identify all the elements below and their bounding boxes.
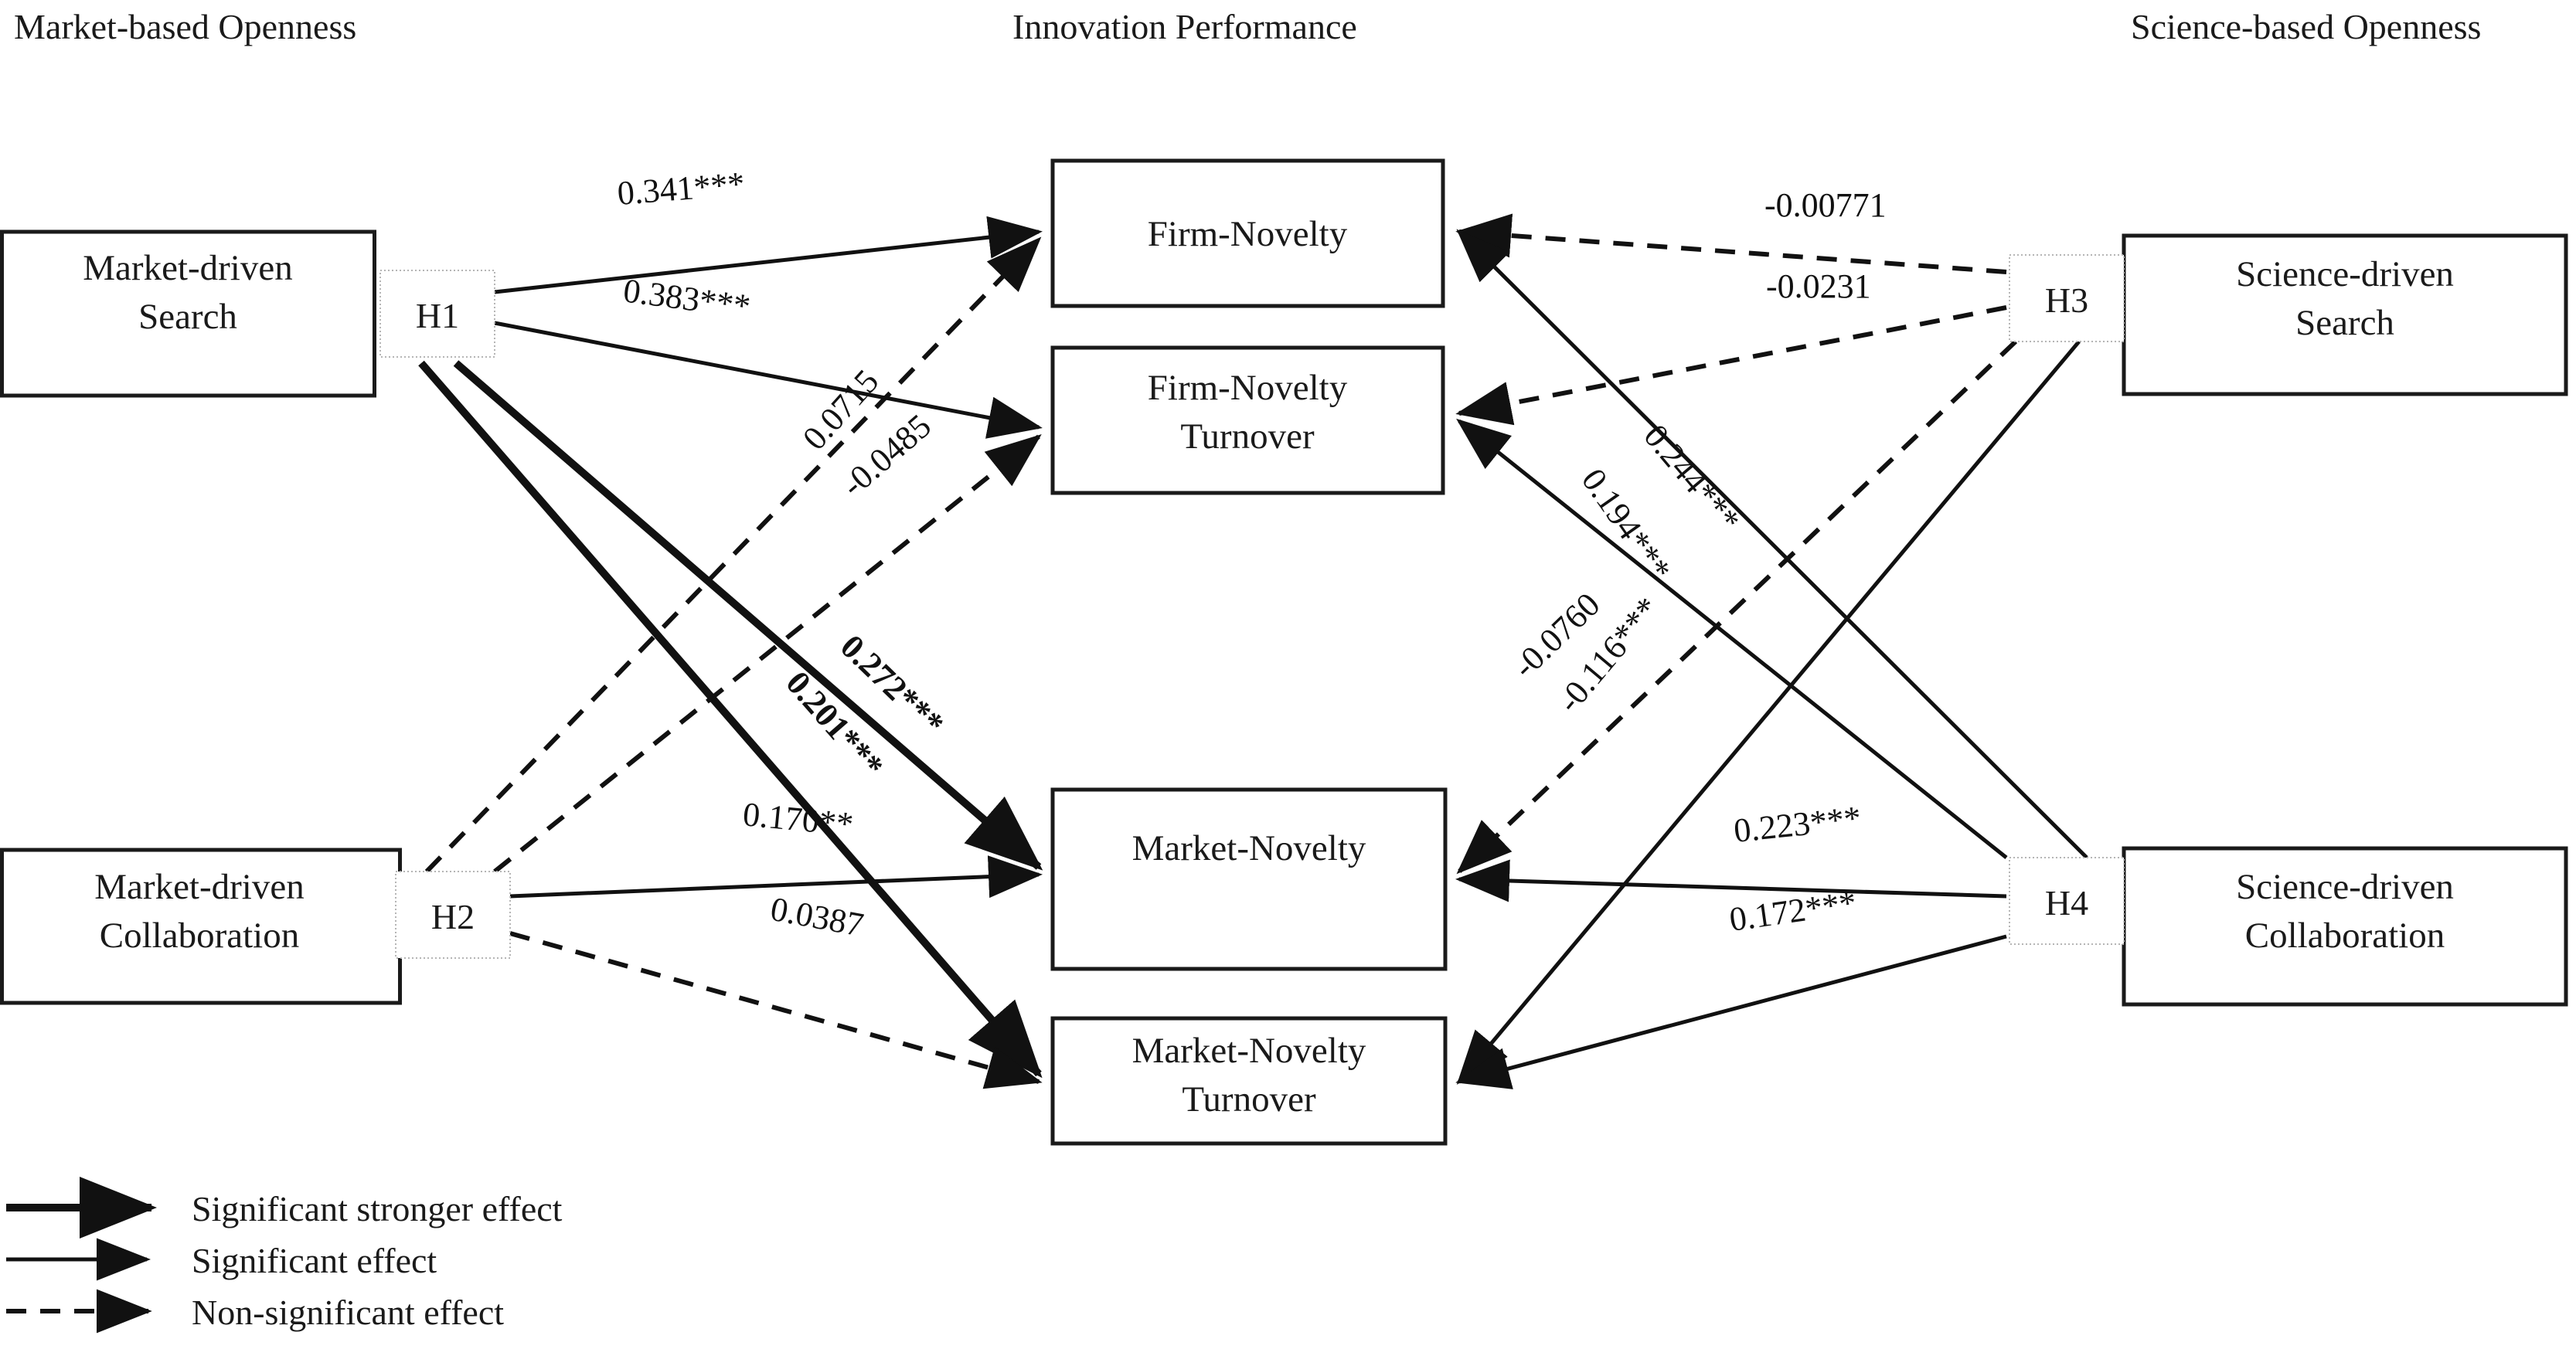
box-market-novelty[interactable]: Market-Novelty bbox=[1050, 787, 1448, 971]
edge-sdc-to-market-novelty bbox=[1455, 859, 2007, 902]
box-firm-novelty[interactable]: Firm-Novelty bbox=[1050, 158, 1445, 308]
box-market-driven-collaboration-line-1: Collaboration bbox=[100, 916, 299, 956]
box-market-novelty-line-0: Market-Novelty bbox=[1132, 828, 1366, 868]
box-science-driven-collaboration-line-1: Collaboration bbox=[2245, 916, 2445, 956]
hypothesis-box-h2[interactable]: H2 bbox=[395, 871, 511, 959]
edge-sds-to-market-novelty-turnover bbox=[1456, 340, 2081, 1085]
legend-label-significant-stronger: Significant stronger effect bbox=[192, 1189, 563, 1228]
box-market-novelty-turnover-line-1: Turnover bbox=[1182, 1079, 1316, 1120]
edge-label-0170: 0.170** bbox=[741, 795, 855, 843]
legend: Significant stronger effect Significant … bbox=[6, 1177, 563, 1334]
edges-market-driven-collaboration bbox=[424, 236, 1043, 1089]
legend-item-significant-stronger: Significant stronger effect bbox=[6, 1177, 563, 1239]
legend-label-significant: Significant effect bbox=[192, 1241, 437, 1280]
edges-science-driven-search bbox=[1455, 213, 2081, 1085]
edge-mdc-to-firm-novelty bbox=[424, 236, 1042, 874]
header-innovation-performance: Innovation Performance bbox=[1012, 7, 1357, 46]
box-firm-novelty-line-0: Firm-Novelty bbox=[1148, 214, 1348, 254]
edge-label-0223: 0.223*** bbox=[1732, 799, 1863, 850]
edge-label-0172: 0.172*** bbox=[1727, 883, 1859, 938]
edge-mds-to-market-novelty-turnover bbox=[418, 360, 1043, 1079]
box-firm-novelty-turnover[interactable]: Firm-Novelty Turnover bbox=[1050, 345, 1445, 495]
hypothesis-boxes: H1 H2 H3 H4 bbox=[379, 254, 2125, 959]
box-market-novelty-turnover-line-0: Market-Novelty bbox=[1132, 1031, 1366, 1071]
edge-mds-to-firm-novelty-turnover bbox=[494, 321, 1043, 439]
box-science-driven-collaboration-line-0: Science-driven bbox=[2236, 867, 2454, 907]
box-science-driven-collaboration[interactable]: Science-driven Collaboration bbox=[2122, 846, 2568, 1007]
edge-label-0383: 0.383*** bbox=[621, 271, 753, 325]
edge-sdc-to-market-novelty-turnover bbox=[1455, 934, 2007, 1089]
header-market-based-openness: Market-based Openness bbox=[14, 7, 357, 46]
box-firm-novelty-turnover-line-1: Turnover bbox=[1180, 416, 1315, 457]
box-science-driven-search[interactable]: Science-driven Search bbox=[2122, 233, 2568, 396]
hypothesis-label-h3: H3 bbox=[2045, 280, 2088, 320]
box-market-driven-search-line-0: Market-driven bbox=[83, 248, 292, 288]
edge-sds-to-firm-novelty bbox=[1455, 213, 2007, 274]
box-market-driven-collaboration-line-0: Market-driven bbox=[94, 867, 304, 907]
edge-sds-to-firm-novelty-turnover bbox=[1455, 305, 2007, 426]
edge-mdc-to-firm-novelty-turnover bbox=[493, 434, 1042, 874]
legend-item-non-significant: Non-significant effect bbox=[6, 1289, 504, 1334]
edge-mdc-to-market-novelty bbox=[509, 855, 1043, 899]
hypothesis-label-h4: H4 bbox=[2045, 883, 2088, 923]
box-firm-novelty-turnover-line-0: Firm-Novelty bbox=[1148, 368, 1348, 408]
box-market-driven-search[interactable]: Market-driven Search bbox=[0, 229, 376, 398]
hypothesis-box-h1[interactable]: H1 bbox=[379, 270, 495, 358]
edge-label-0244: 0.244*** bbox=[1636, 417, 1747, 539]
edges-market-driven-search bbox=[418, 216, 1043, 1079]
edge-label-m00231: -0.0231 bbox=[1766, 267, 1871, 305]
edge-label-0341: 0.341*** bbox=[616, 165, 746, 212]
hypothesis-label-h1: H1 bbox=[416, 296, 459, 335]
hypothesis-box-h4[interactable]: H4 bbox=[2009, 857, 2125, 945]
legend-item-significant: Significant effect bbox=[6, 1238, 437, 1281]
edge-mds-to-firm-novelty bbox=[494, 216, 1043, 294]
box-market-driven-collaboration[interactable]: Market-driven Collaboration bbox=[0, 848, 402, 1005]
construct-boxes: Market-driven Search Market-driven Colla… bbox=[0, 158, 2568, 1146]
edge-mds-to-market-novelty bbox=[453, 360, 1043, 871]
hypothesis-box-h3[interactable]: H3 bbox=[2009, 254, 2125, 342]
box-market-driven-search-line-1: Search bbox=[138, 297, 237, 337]
edges-science-driven-collaboration bbox=[1455, 229, 2088, 1089]
edge-mdc-to-market-novelty-turnover bbox=[509, 931, 1043, 1089]
header-science-based-openness: Science-based Openness bbox=[2131, 7, 2482, 46]
edge-sdc-to-firm-novelty-turnover bbox=[1456, 418, 2008, 859]
edge-sds-to-market-novelty bbox=[1456, 339, 2018, 875]
box-science-driven-search-line-0: Science-driven bbox=[2236, 254, 2454, 294]
edge-label-m000771: -0.00771 bbox=[1764, 186, 1887, 224]
box-science-driven-search-line-1: Search bbox=[2295, 303, 2394, 343]
edge-sdc-to-firm-novelty bbox=[1456, 229, 2088, 859]
box-market-novelty-turnover[interactable]: Market-Novelty Turnover bbox=[1050, 1016, 1448, 1146]
legend-label-non-significant: Non-significant effect bbox=[192, 1293, 504, 1332]
edge-label-00387: 0.0387 bbox=[767, 890, 866, 944]
hypothesis-label-h2: H2 bbox=[431, 897, 475, 936]
